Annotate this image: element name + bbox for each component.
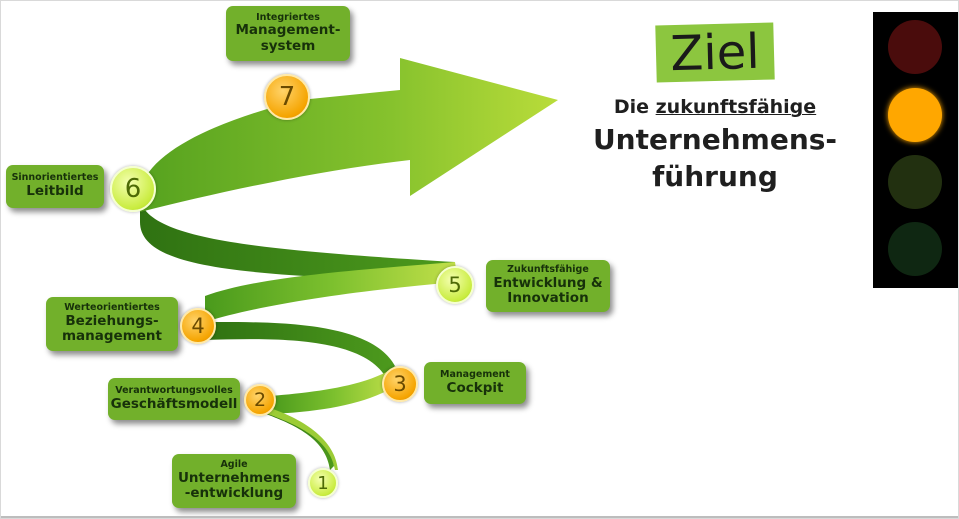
traffic-light — [873, 12, 958, 288]
step-box-1: Agile Unternehmens -entwicklung — [172, 454, 296, 508]
step-marker-6: 6 — [110, 166, 156, 212]
step-marker-7: 7 — [264, 74, 310, 120]
step-label-small: Sinnorientiertes — [11, 172, 99, 184]
goal-subtitle: Die zukunftsfähige — [560, 96, 870, 118]
step-label-big: Unternehmens — [177, 469, 291, 486]
step-label-big: Entwicklung & — [493, 274, 603, 291]
traffic-light-yellow-lamp — [888, 88, 942, 142]
goal-heading-line: Unternehmens- — [592, 123, 838, 156]
step-marker-3: 3 — [382, 366, 418, 402]
step-label-big: Geschäftsmodell — [110, 395, 238, 412]
ribbon-front-segment — [268, 408, 338, 470]
step-label-big: Cockpit — [446, 379, 504, 396]
goal-subtitle-prefix: Die — [613, 96, 656, 118]
step-label-small: Management — [440, 368, 510, 380]
ribbon-back-segment — [140, 200, 455, 282]
step-box-4: Werteorientiertes Beziehungs- management — [46, 297, 178, 351]
traffic-light-red-lamp — [888, 20, 942, 74]
step-label-small: Verantwortungsvolles — [115, 384, 233, 396]
step-box-6: Sinnorientiertes Leitbild — [6, 165, 104, 208]
step-label-big: Management- — [235, 22, 341, 39]
bottom-edge-bar — [0, 516, 959, 519]
step-box-2: Verantwortungsvolles Geschäftsmodell — [108, 378, 240, 420]
step-label-big: -entwicklung — [184, 485, 284, 502]
step-marker-5: 5 — [436, 266, 474, 304]
step-marker-2: 2 — [244, 384, 276, 416]
goal-subtitle-underlined: zukunftsfähige — [655, 96, 817, 118]
step-label-big: Innovation — [507, 290, 589, 307]
step-label-small: Zukunftsfähige — [507, 264, 589, 276]
step-label-small: Integriertes — [256, 11, 320, 23]
step-label-big: Beziehungs- — [65, 312, 159, 329]
ribbon-back-segment — [205, 321, 395, 376]
step-box-5: Zukunftsfähige Entwicklung & Innovation — [486, 260, 610, 312]
step-box-3: Management Cockpit — [424, 362, 526, 404]
step-marker-4: 4 — [180, 308, 216, 344]
step-marker-1: 1 — [308, 468, 338, 498]
traffic-light-olive-lamp — [888, 155, 942, 209]
step-label-small: Werteorientiertes — [64, 302, 160, 314]
step-label-big: management — [61, 328, 162, 345]
ribbon-front-segment — [205, 262, 458, 322]
ziel-label: Ziel — [655, 22, 775, 83]
ribbon-arrow — [140, 58, 558, 212]
step-label-big: Leitbild — [26, 183, 84, 200]
step-label-big: system — [260, 37, 316, 54]
goal-heading-line: führung — [652, 160, 778, 193]
step-label-small: Agile — [220, 459, 248, 471]
ribbon-front-segment — [270, 366, 398, 414]
step-box-7: Integriertes Management- system — [226, 6, 350, 61]
traffic-light-green-lamp — [888, 222, 942, 276]
